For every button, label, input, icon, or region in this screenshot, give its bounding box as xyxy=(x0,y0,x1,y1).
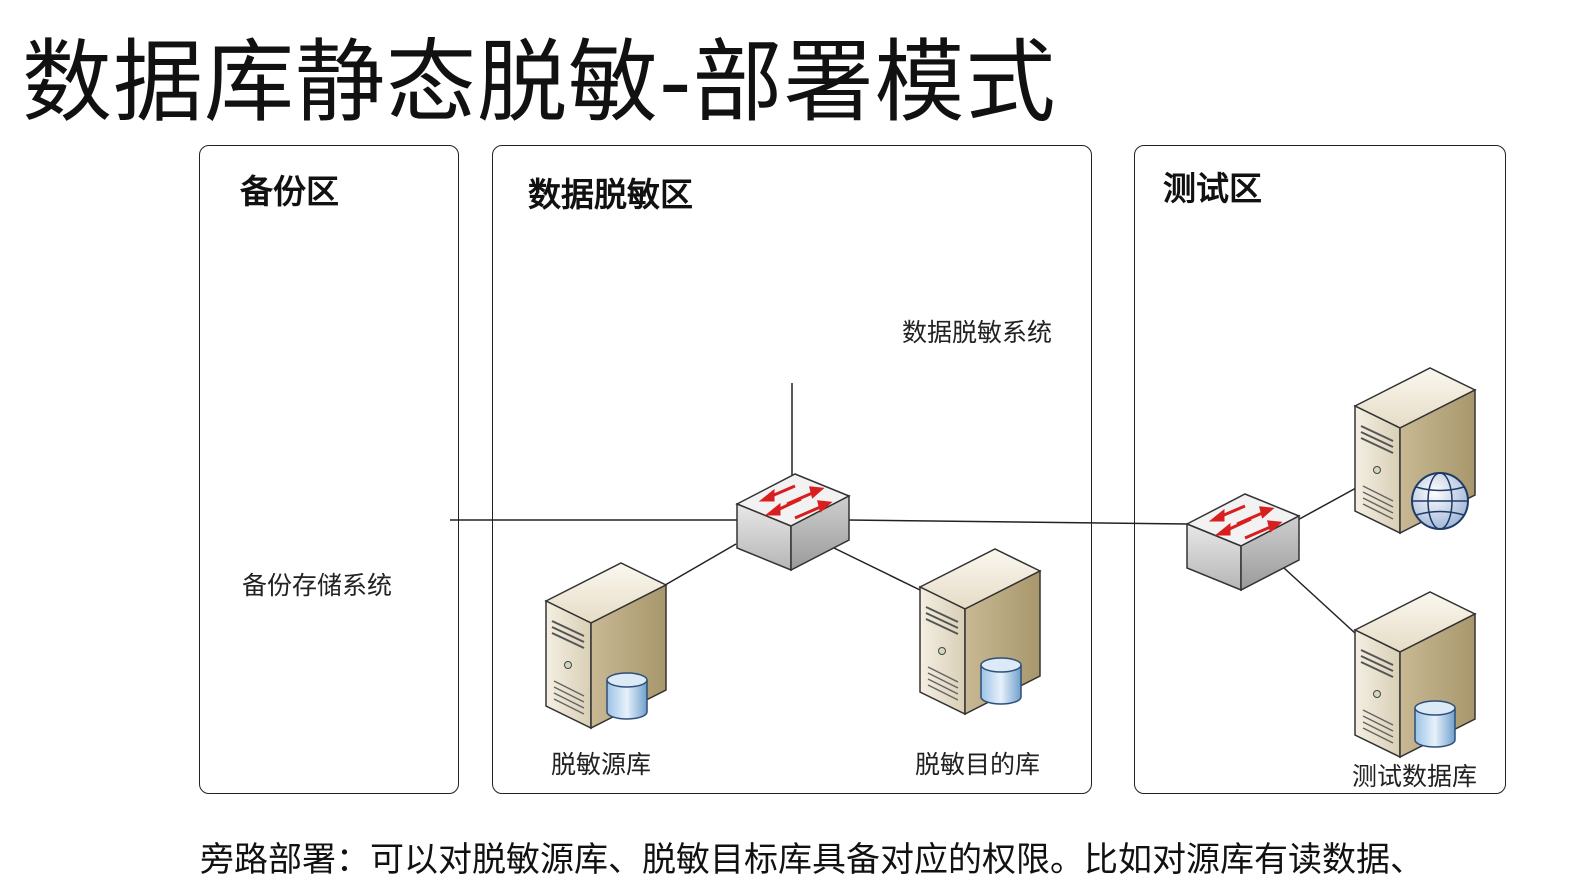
source-db-cylinder-icon xyxy=(606,672,648,720)
link-test-switch-to-web xyxy=(1293,487,1357,523)
masking-zone-title: 数据脱敏区 xyxy=(528,175,693,214)
link-test-switch-to-test-db xyxy=(1283,567,1357,635)
source-db-label: 脱敏源库 xyxy=(551,750,652,779)
source-db-server-icon xyxy=(545,562,667,729)
link-switch-to-source-db xyxy=(659,543,737,589)
globe-icon xyxy=(1411,472,1469,530)
target-db-server-icon xyxy=(919,548,1041,715)
target-db-label: 脱敏目的库 xyxy=(915,750,1041,779)
caption-text: 旁路部署：可以对脱敏源库、脱敏目标库具备对应的权限。比如对源库有读数据、 xyxy=(200,840,1424,880)
test-db-cylinder-icon xyxy=(1414,700,1456,748)
test-zone xyxy=(1134,145,1506,794)
test-zone-title: 测试区 xyxy=(1163,169,1262,208)
masking-switch-icon xyxy=(735,472,851,572)
masking-zone xyxy=(492,145,1092,794)
link-switch-to-switch xyxy=(847,519,1189,525)
backup-storage-label: 备份存储系统 xyxy=(242,571,393,600)
link-switch-to-target-db xyxy=(833,547,921,591)
masking-system-label: 数据脱敏系统 xyxy=(902,318,1053,347)
backup-zone xyxy=(199,145,459,794)
test-db-label: 测试数据库 xyxy=(1352,762,1478,791)
test-switch-icon xyxy=(1185,492,1301,592)
target-db-cylinder-icon xyxy=(980,657,1022,705)
page-title: 数据库静态脱敏-部署模式 xyxy=(22,30,1057,135)
backup-zone-title: 备份区 xyxy=(240,172,339,211)
